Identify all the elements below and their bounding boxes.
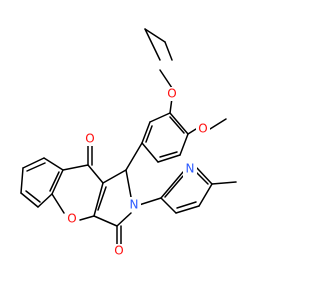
bond-ph-4: [157, 154, 181, 163]
bond-c9a-c9: [87, 164, 104, 184]
molecule-diagram: O O O O O N N: [20, 28, 237, 258]
bond-c3-c3a: [93, 215, 118, 227]
bond-bz-dbl-3: [49, 171, 60, 192]
bond-c9-c8a: [62, 164, 89, 171]
bond-py-2: [175, 205, 200, 214]
atom-o-lactam: O: [114, 244, 123, 258]
bond-py-1: [160, 197, 177, 214]
atom-labels: O O O O O N N: [65, 87, 210, 258]
bond-ethyl-ch3-ch2: [144, 28, 166, 43]
bond-bz-dbl-1: [26, 162, 46, 172]
bond-ethyl-ch2-o: [144, 28, 161, 61]
bond-ph-6: [169, 112, 189, 135]
bond-py-4: [196, 167, 213, 185]
bond-bz-2: [22, 157, 45, 169]
bond-c4a-o: [51, 193, 65, 214]
atom-o-ketone: O: [85, 132, 94, 146]
ketone-carbonyl: [87, 145, 93, 166]
bond-ring-ometh: [187, 128, 197, 135]
bond-ph-dbl-2: [159, 151, 178, 158]
bond-c8a-c4a: [51, 169, 64, 195]
label-bg-o-ring: [65, 212, 79, 226]
label-bg-o-ethoxy: [165, 87, 179, 101]
bond-py-3: [198, 183, 213, 207]
atom-o-ethoxy: O: [167, 87, 176, 101]
bond-py-dbl-2: [195, 171, 209, 185]
bond-ch-n: [125, 169, 132, 198]
bond-py-5: [160, 171, 184, 199]
bond-py-methyl: [211, 181, 237, 185]
bond-n-c3: [116, 212, 132, 227]
atom-o-ring: O: [67, 212, 76, 226]
label-bg-n-pyridine: [183, 162, 197, 177]
bond-py-dbl-1: [176, 201, 197, 209]
bond-o-ring-ethoxy: [164, 41, 173, 61]
bond-bz-1: [43, 157, 64, 171]
label-bg-o-methoxy: [196, 122, 210, 136]
bond-ph-5: [179, 133, 189, 156]
bond-c3a-c9a-dbl: [97, 186, 107, 211]
pyrrolone-ring: [93, 169, 132, 227]
bond-ethoxy-o-link: [159, 69, 173, 89]
bond-ph-1: [149, 112, 171, 123]
atom-o-methoxy: O: [198, 122, 207, 136]
phenyl-ring: [141, 112, 189, 163]
bond-o-c3a: [79, 215, 95, 221]
methoxy-group: [187, 118, 227, 135]
label-bg-o-lactam: [112, 244, 126, 258]
bond-ometh-ch3: [209, 118, 227, 130]
bond-c3a-c9a: [93, 182, 104, 217]
chromone-core: [51, 164, 107, 221]
bond-bz-dbl-2: [25, 190, 41, 203]
ethoxy-group: [144, 28, 173, 61]
label-bg-n-lactam: [127, 197, 141, 212]
bond-py-dbl-3: [164, 175, 184, 198]
bond-ph-2: [141, 121, 151, 144]
atom-n-pyridine: N: [186, 162, 195, 176]
bond-bz-4: [20, 192, 39, 208]
benzo-ring: [20, 157, 64, 208]
lactam-carbonyl: [116, 225, 122, 245]
bond-bz-3: [20, 167, 24, 194]
pyridine-ring: [160, 167, 213, 214]
bond-n-pyridine: [138, 197, 162, 206]
bond-ph-dbl-3: [169, 116, 185, 134]
bond-ch-c3a: [102, 169, 127, 184]
label-bg-o-ketone: [83, 132, 97, 146]
bond-bz-5: [37, 193, 53, 208]
bond-ph-dbl-1: [145, 125, 153, 143]
bond-ph-3: [141, 142, 159, 163]
atom-n-lactam: N: [130, 198, 139, 212]
bond-phenyl-ch: [125, 142, 143, 171]
